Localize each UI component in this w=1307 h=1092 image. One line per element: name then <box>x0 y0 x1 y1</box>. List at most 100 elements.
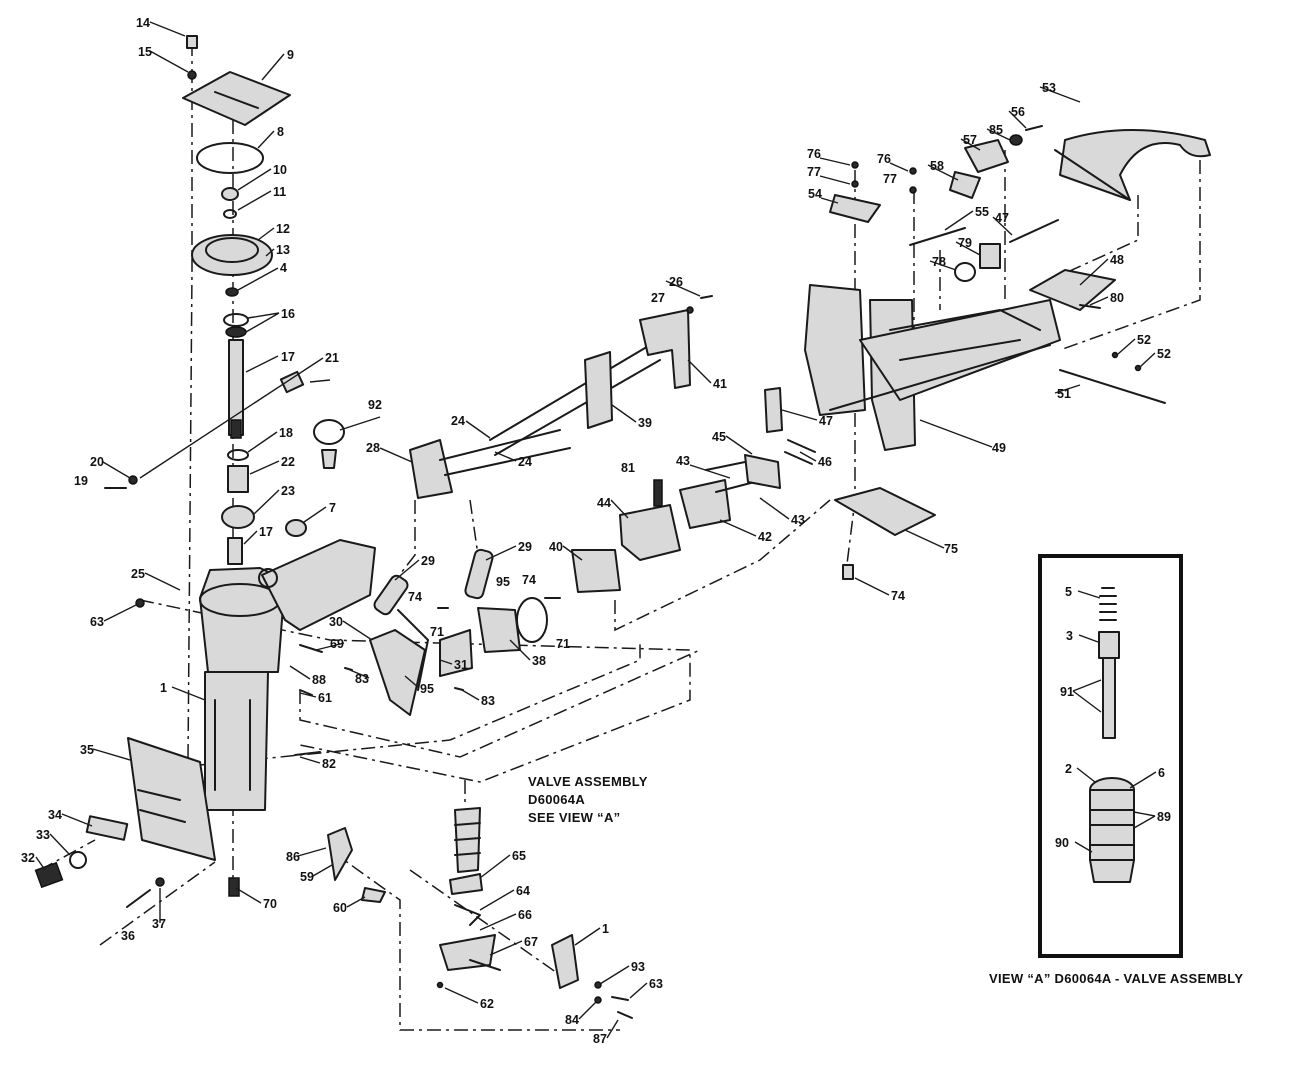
linkage-parts <box>299 295 816 716</box>
part-callout-22: 22 <box>281 455 295 469</box>
part-callout-58: 58 <box>930 159 944 173</box>
part-callout-90: 90 <box>1055 836 1069 850</box>
part-callout-85: 85 <box>989 123 1003 137</box>
part-callout-12: 12 <box>276 222 290 236</box>
part-callout-74: 74 <box>891 589 905 603</box>
part-callout-79: 79 <box>958 236 972 250</box>
part-callout-77: 77 <box>883 172 897 186</box>
part-callout-27: 27 <box>651 291 665 305</box>
valve-assembly-note-line3: SEE VIEW “A” <box>528 810 620 825</box>
part-callout-9: 9 <box>287 48 294 62</box>
part-callout-52: 52 <box>1137 333 1151 347</box>
part-callout-74: 74 <box>522 573 536 587</box>
part-callout-14: 14 <box>136 16 150 30</box>
part-callout-47: 47 <box>819 414 833 428</box>
part-callout-30: 30 <box>329 615 343 629</box>
part-callout-89: 89 <box>1157 810 1171 824</box>
part-callout-17: 17 <box>259 525 273 539</box>
part-callout-7: 7 <box>329 501 336 515</box>
part-callout-87: 87 <box>593 1032 607 1046</box>
part-callout-23: 23 <box>281 484 295 498</box>
part-callout-15: 15 <box>138 45 152 59</box>
part-callout-41: 41 <box>713 377 727 391</box>
part-callout-17: 17 <box>281 350 295 364</box>
part-callout-25: 25 <box>131 567 145 581</box>
part-callout-53: 53 <box>1042 81 1056 95</box>
part-callout-40: 40 <box>549 540 563 554</box>
part-callout-2: 2 <box>1065 762 1072 776</box>
part-callout-45: 45 <box>712 430 726 444</box>
part-callout-62: 62 <box>480 997 494 1011</box>
part-callout-6: 6 <box>1158 766 1165 780</box>
part-callout-75: 75 <box>944 542 958 556</box>
part-callout-10: 10 <box>273 163 287 177</box>
part-callout-34: 34 <box>48 808 62 822</box>
part-callout-47: 47 <box>995 211 1009 225</box>
part-callout-46: 46 <box>818 455 832 469</box>
part-callout-67: 67 <box>524 935 538 949</box>
part-callout-4: 4 <box>280 261 287 275</box>
part-callout-33: 33 <box>36 828 50 842</box>
part-callout-5: 5 <box>1065 585 1072 599</box>
part-callout-32: 32 <box>21 851 35 865</box>
part-callout-81: 81 <box>621 461 635 475</box>
cylinder-cap-parts <box>104 35 307 608</box>
part-callout-93: 93 <box>631 960 645 974</box>
part-callout-60: 60 <box>333 901 347 915</box>
part-callout-28: 28 <box>366 441 380 455</box>
part-callout-57: 57 <box>963 133 977 147</box>
part-callout-19: 19 <box>74 474 88 488</box>
part-callout-54: 54 <box>808 187 822 201</box>
part-callout-37: 37 <box>152 917 166 931</box>
part-callout-82: 82 <box>322 757 336 771</box>
part-callout-29: 29 <box>518 540 532 554</box>
magazine-assembly <box>804 125 1211 580</box>
part-callout-76: 76 <box>807 147 821 161</box>
part-callout-44: 44 <box>597 496 611 510</box>
part-callout-78: 78 <box>932 255 946 269</box>
part-callout-49: 49 <box>992 441 1006 455</box>
part-callout-55: 55 <box>975 205 989 219</box>
part-callout-26: 26 <box>669 275 683 289</box>
valve-assembly-note-line2: D60064A <box>528 792 585 807</box>
part-callout-20: 20 <box>90 455 104 469</box>
part-callout-95: 95 <box>496 575 510 589</box>
part-callout-51: 51 <box>1057 387 1071 401</box>
valve-assembly-note-line1: VALVE ASSEMBLY <box>528 774 648 789</box>
part-callout-63: 63 <box>90 615 104 629</box>
part-callout-59: 59 <box>300 870 314 884</box>
part-callout-66: 66 <box>518 908 532 922</box>
part-callout-39: 39 <box>638 416 652 430</box>
part-callout-29: 29 <box>421 554 435 568</box>
part-callout-43: 43 <box>791 513 805 527</box>
part-callout-80: 80 <box>1110 291 1124 305</box>
part-callout-56: 56 <box>1011 105 1025 119</box>
part-callout-61: 61 <box>318 691 332 705</box>
part-callout-31: 31 <box>454 658 468 672</box>
part-callout-74: 74 <box>408 590 422 604</box>
part-callout-83: 83 <box>481 694 495 708</box>
part-callout-84: 84 <box>565 1013 579 1027</box>
part-callout-16: 16 <box>281 307 295 321</box>
part-callout-18: 18 <box>279 426 293 440</box>
part-callout-3: 3 <box>1066 629 1073 643</box>
part-callout-24: 24 <box>518 455 532 469</box>
part-callout-43: 43 <box>676 454 690 468</box>
part-callout-64: 64 <box>516 884 530 898</box>
part-callout-70: 70 <box>263 897 277 911</box>
part-callout-86: 86 <box>286 850 300 864</box>
part-callout-71: 71 <box>430 625 444 639</box>
view-a-inset <box>1038 554 1183 958</box>
part-callout-71: 71 <box>556 637 570 651</box>
part-callout-24: 24 <box>451 414 465 428</box>
tool-body <box>34 539 376 908</box>
part-callout-83: 83 <box>355 672 369 686</box>
part-callout-63: 63 <box>649 977 663 991</box>
part-callout-8: 8 <box>277 125 284 139</box>
part-callout-69: 69 <box>330 637 344 651</box>
part-callout-35: 35 <box>80 743 94 757</box>
part-callout-92: 92 <box>368 398 382 412</box>
part-callout-65: 65 <box>512 849 526 863</box>
part-callout-21: 21 <box>325 351 339 365</box>
